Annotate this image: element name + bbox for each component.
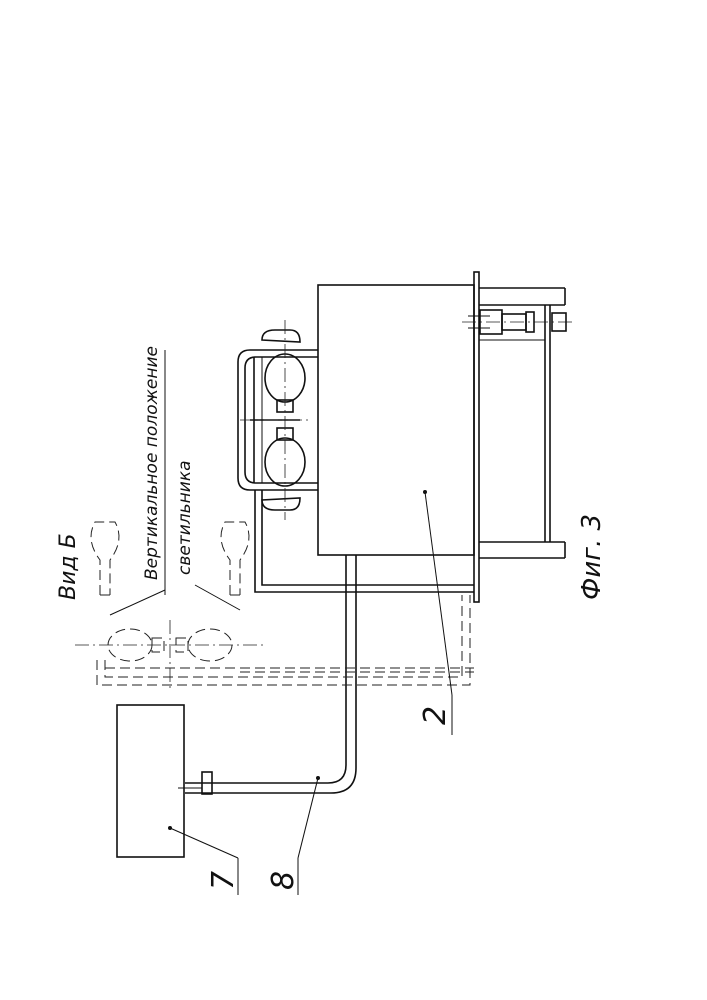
annotation-line-2: светильника [175, 460, 195, 575]
lamp-bulb-upper [262, 330, 305, 412]
leader-7 [170, 828, 238, 858]
lamp-fixture [238, 320, 318, 520]
main-housing [318, 285, 474, 555]
cables [178, 490, 474, 794]
figure-caption: Фиг. 3 [577, 514, 607, 600]
callout-8: 8 [266, 871, 301, 890]
lamp-bulb-lower [262, 428, 305, 510]
annotation-leader-a [110, 590, 165, 615]
main-unit [318, 272, 575, 602]
callout-2: 2 [418, 706, 453, 725]
leader-8 [298, 778, 318, 858]
conduit-inner [185, 555, 356, 793]
annotation-line-1: Вертикальное положение [142, 346, 162, 580]
annotations: Вид Б Вертикальное положение светильника… [56, 346, 607, 895]
conduit-outer [185, 555, 346, 783]
mounting-plate [474, 272, 479, 602]
view-title: Вид Б [56, 533, 81, 600]
control-box [117, 705, 184, 857]
leader-2 [425, 492, 452, 695]
callout-7: 7 [206, 871, 241, 890]
vertical-position-phantom [75, 522, 474, 690]
annotation-leader-b [195, 585, 240, 610]
